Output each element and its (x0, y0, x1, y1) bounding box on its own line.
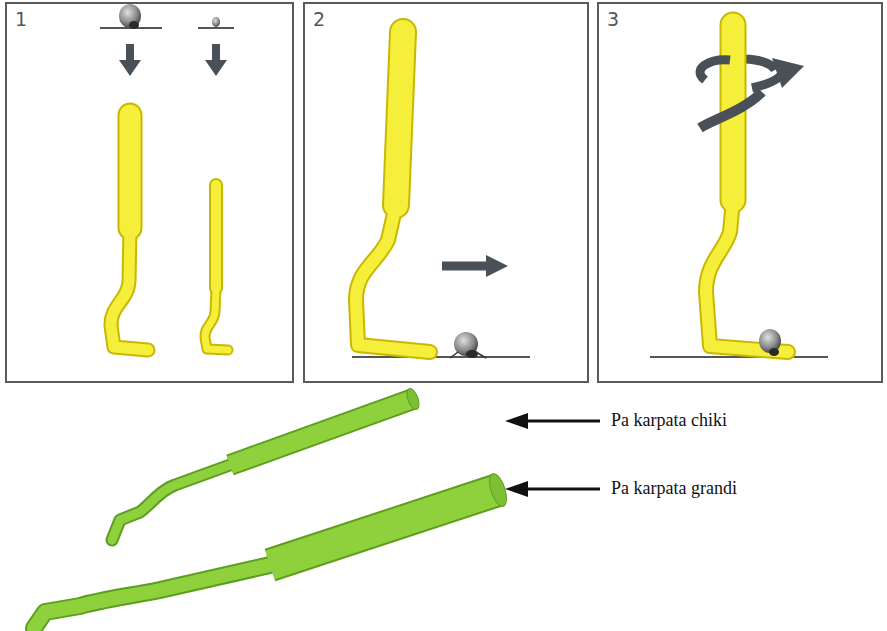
step-panel: 2 (303, 2, 589, 383)
tool-size-label: Pa karpata grandi (611, 478, 737, 499)
step-1-art (100, 4, 234, 350)
label-arrows (505, 413, 600, 497)
green-tools (34, 387, 510, 628)
step-panel: 3 (597, 2, 883, 383)
step-3-art (650, 25, 828, 357)
step-number: 2 (313, 8, 325, 30)
tool-size-label: Pa karpata chiki (611, 410, 727, 431)
step-number: 1 (15, 8, 27, 30)
step-number: 3 (607, 8, 619, 30)
step-2-art (352, 32, 530, 358)
step-panel: 1 (5, 2, 294, 383)
